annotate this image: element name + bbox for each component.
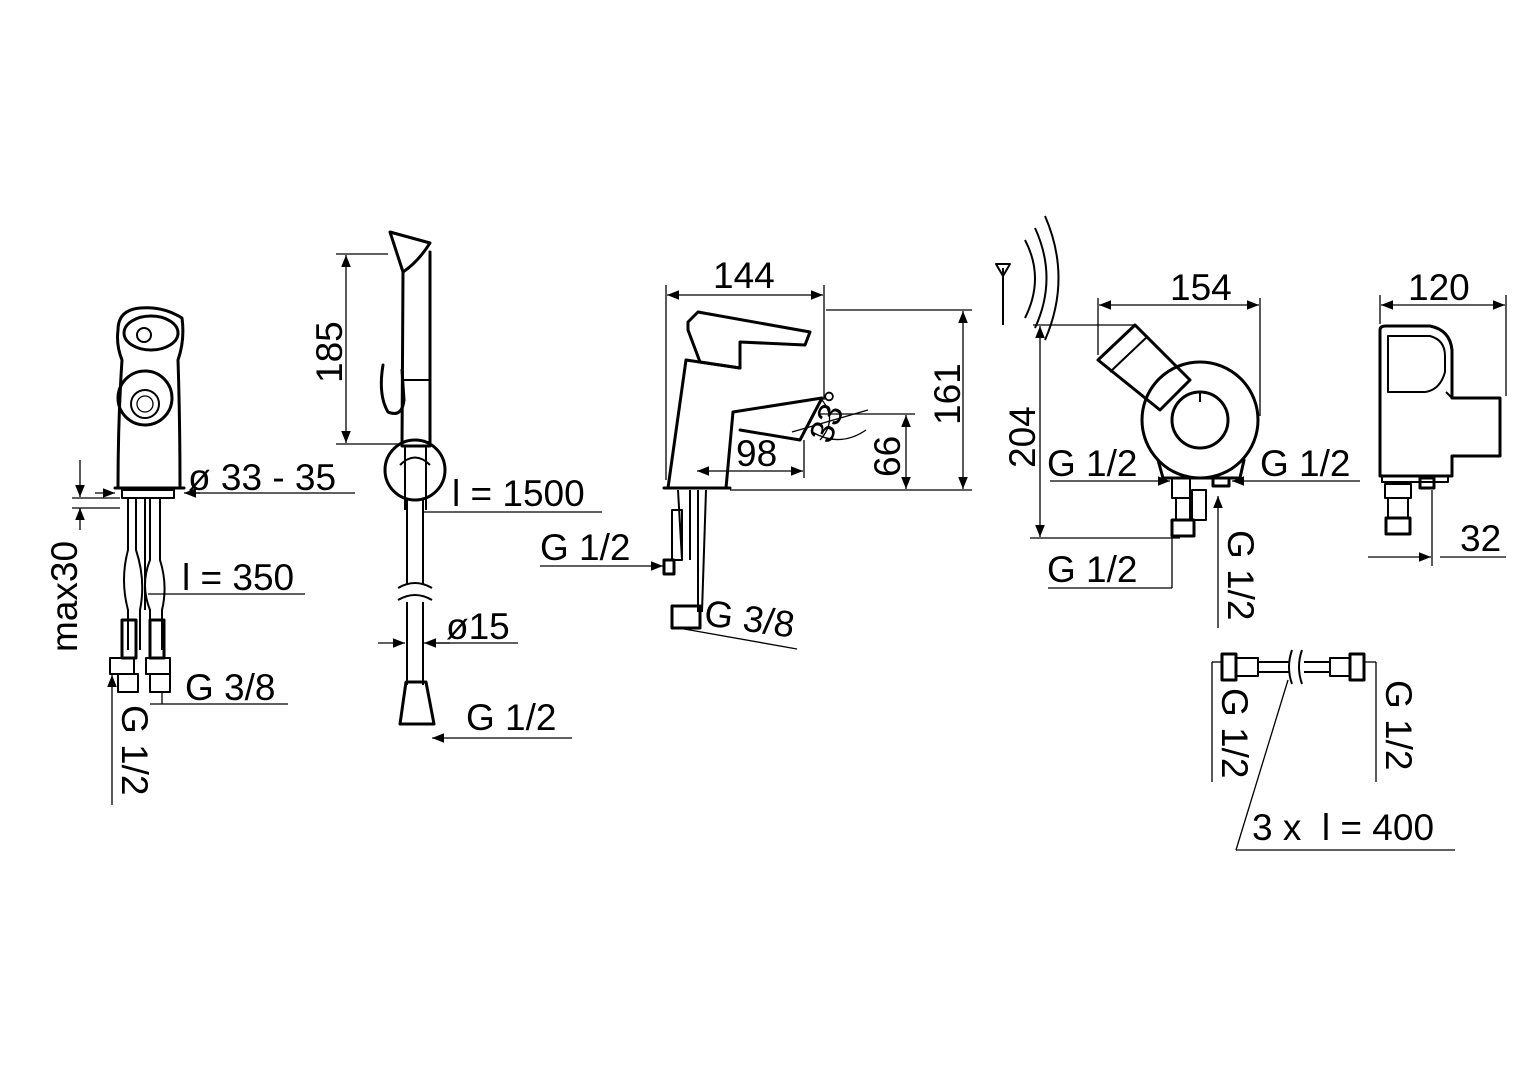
label-120: 120 <box>1408 267 1470 308</box>
label-204: 204 <box>1002 406 1043 468</box>
hand-shower-view: 185 l = 1500 ø15 G 1/2 <box>309 230 602 743</box>
label-154: 154 <box>1170 267 1232 308</box>
connecting-hose-view: G 1/2 G 1/2 3 x l = 400 <box>1211 649 1455 851</box>
label-g12-unit-right: G 1/2 <box>1260 443 1351 484</box>
label-g12-tap: G 1/2 <box>114 705 155 796</box>
label-g12-hose-left: G 1/2 <box>1214 688 1255 779</box>
label-144: 144 <box>713 255 775 296</box>
label-hose-350: l = 350 <box>182 557 294 598</box>
tap-front-view: max30 ø 33 - 35 l = 350 G 3/8 G 1/2 <box>44 306 355 805</box>
label-161: 161 <box>927 363 968 425</box>
label-g12-unit-vertical: G 1/2 <box>1220 530 1261 621</box>
label-diameter-33-35: ø 33 - 35 <box>188 457 336 498</box>
label-32: 32 <box>1460 518 1501 559</box>
label-max30: max30 <box>44 541 85 652</box>
label-g38-tap: G 3/8 <box>185 667 276 708</box>
label-hose-count-400: 3 x l = 400 <box>1252 807 1434 848</box>
label-185: 185 <box>309 321 350 383</box>
label-66: 66 <box>867 436 908 477</box>
label-g12-unit-left: G 1/2 <box>1047 443 1138 484</box>
mixer-unit-view: 154 204 G 1/2 G 1/2 G 1/2 G 1/2 <box>995 215 1360 628</box>
label-diameter-15: ø15 <box>446 606 510 647</box>
label-98: 98 <box>736 433 777 474</box>
wireless-signal-icon <box>995 215 1060 341</box>
label-hose-1500: l = 1500 <box>452 473 585 514</box>
label-g12-unit-bottom: G 1/2 <box>1047 549 1138 590</box>
label-g38-side: G 3/8 <box>702 592 797 645</box>
label-g12-hose-right: G 1/2 <box>1378 680 1419 771</box>
tap-side-view: 144 161 66 33° 98 G 1/2 G 3/8 <box>540 255 972 650</box>
label-g12-side: G 1/2 <box>540 527 631 568</box>
unit-side-view: 120 32 <box>1368 267 1507 566</box>
label-g12-shower: G 1/2 <box>466 697 557 738</box>
